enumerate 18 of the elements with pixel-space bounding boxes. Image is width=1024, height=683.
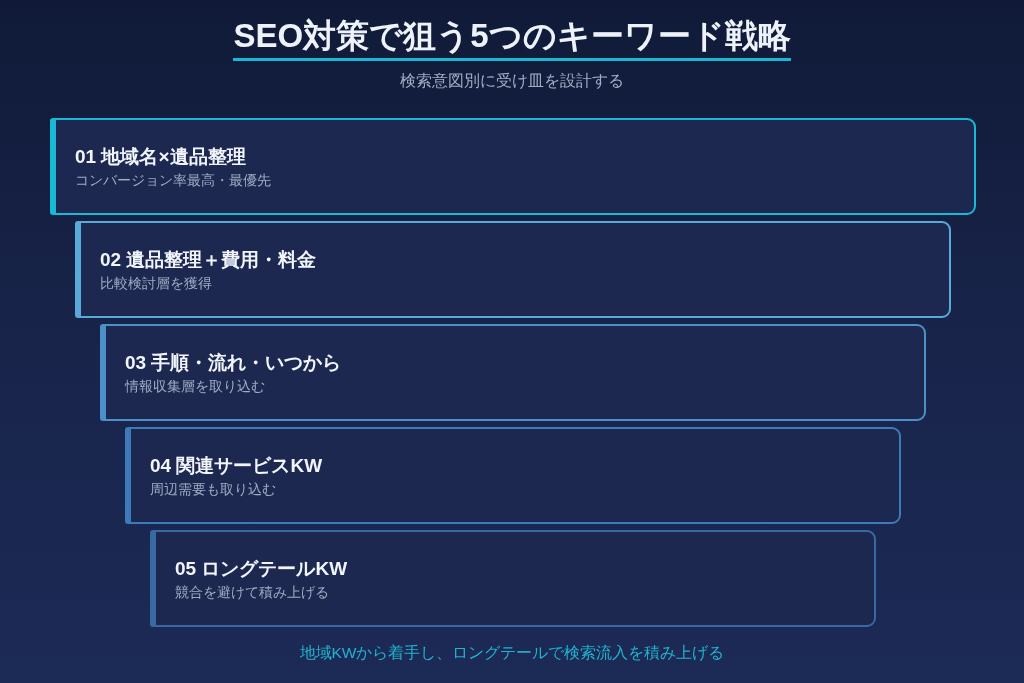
keyword-box (125, 427, 901, 524)
keyword-box (100, 324, 926, 421)
keyword-box (75, 221, 951, 318)
subtitle: 検索意図別に受け皿を設計する (399, 71, 625, 91)
box-description: 周辺需要も取り込む (150, 480, 276, 499)
box-heading: 02 遺品整理＋費用・料金 (100, 248, 317, 272)
box-heading: 05 ロングテールKW (175, 557, 348, 581)
box-description: 競合を避けて積み上げる (175, 583, 329, 602)
box-description: コンバージョン率最高・最優先 (75, 171, 271, 190)
box-heading: 04 関連サービスKW (150, 454, 323, 478)
box-heading: 01 地域名×遺品整理 (75, 145, 246, 169)
box-heading: 03 手順・流れ・いつから (125, 351, 342, 375)
title: SEO対策で狙う5つのキーワード戦略 (233, 16, 791, 61)
keyword-box (150, 530, 876, 627)
keyword-box (50, 118, 976, 215)
box-description: 比較検討層を獲得 (100, 274, 212, 293)
box-description: 情報収集層を取り込む (125, 377, 265, 396)
caption: 地域KWから着手し、ロングテールで検索流入を積み上げる (298, 643, 726, 663)
